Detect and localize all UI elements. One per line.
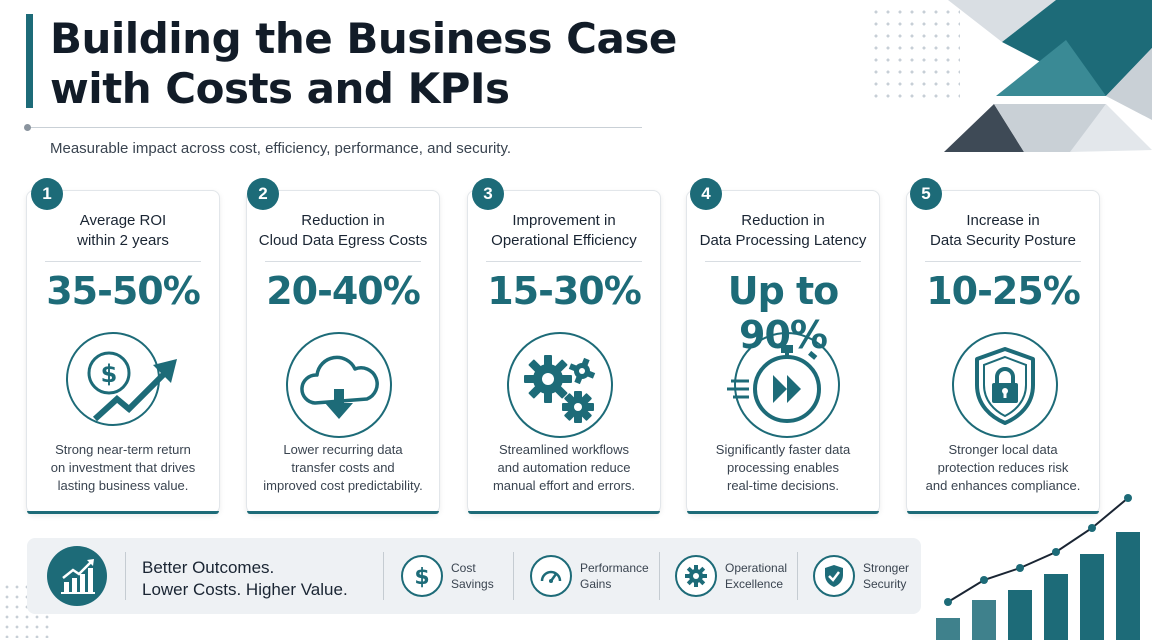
kpi-description-line: Streamlined workflows [498, 442, 630, 457]
kpi-value: 10-25% [926, 269, 1081, 313]
kpi-heading-line: Reduction in [301, 212, 385, 229]
kpi-description-line: and automation reduce [497, 460, 631, 475]
pillar-operational-excellence: Operational Excellence [675, 550, 787, 602]
kpi-divider [925, 261, 1081, 262]
kpi-description-line: Stronger local data [948, 442, 1058, 457]
kpi-description: Strong near-term return on investment th… [35, 441, 211, 495]
banner-divider [513, 552, 514, 600]
dot-pattern-decoration [870, 6, 960, 106]
kpi-description-line: Strong near-term return [55, 442, 191, 457]
kpi-description-line: processing enables [726, 460, 840, 475]
divider-dot [24, 124, 31, 131]
kpi-divider [705, 261, 861, 262]
kpi-number-badge: 5 [910, 178, 942, 210]
title-line-1: Building the Business Case [50, 14, 677, 63]
kpi-description-line: and enhances compliance. [925, 478, 1081, 493]
geometric-triangles-decoration [944, 0, 1152, 152]
kpi-heading: Reduction in Cloud Data Egress Costs [255, 211, 431, 251]
pillar-label: Operational Excellence [725, 561, 788, 591]
kpi-heading: Average ROI within 2 years [35, 211, 211, 251]
kpi-heading-line: Average ROI [79, 212, 167, 229]
kpi-heading-line: Data Processing Latency [699, 232, 867, 249]
kpi-heading-line: within 2 years [77, 232, 169, 249]
kpi-divider [265, 261, 421, 262]
gears-icon [507, 332, 613, 438]
kpi-value: 20-40% [266, 269, 421, 313]
kpi-card-latency: Reduction in Data Processing Latency Up … [686, 190, 880, 514]
kpi-heading-line: Increase in [966, 212, 1040, 229]
kpi-value: Up to 90% [727, 269, 840, 357]
stopwatch-fast-icon [727, 332, 840, 438]
kpi-description: Streamlined workflows and automation red… [476, 441, 652, 495]
shield-lock-icon [952, 332, 1058, 438]
pillar-label: Stronger Security [863, 561, 910, 591]
kpi-heading-line: Cloud Data Egress Costs [258, 232, 428, 249]
banner-divider [383, 552, 384, 600]
kpi-heading-line: Improvement in [512, 212, 616, 229]
summary-banner: Better Outcomes. Lower Costs. Higher Val… [27, 538, 921, 614]
summary-tagline-line: Better Outcomes. [142, 558, 275, 577]
page-subtitle: Measurable impact across cost, efficienc… [50, 140, 512, 157]
kpi-description-line: on investment that drives [50, 460, 196, 475]
pillar-label: Cost Savings [451, 561, 494, 591]
banner-divider [797, 552, 798, 600]
kpi-description: Lower recurring data transfer costs and … [255, 441, 431, 495]
pillar-cost-savings: $ Cost Savings [401, 550, 494, 602]
svg-text:$: $ [414, 565, 429, 588]
kpi-number-badge: 1 [31, 178, 63, 210]
kpi-description-line: lasting business value. [57, 478, 189, 493]
kpi-heading: Increase in Data Security Posture [915, 211, 1091, 251]
cloud-download-icon [286, 332, 392, 438]
kpi-description-line: improved cost predictability. [263, 478, 423, 493]
banner-divider [659, 552, 660, 600]
kpi-value: 35-50% [46, 269, 201, 313]
speedometer-icon [530, 555, 572, 597]
kpi-number-badge: 4 [690, 178, 722, 210]
dollar-growth-icon: $ [66, 332, 177, 426]
kpi-heading: Reduction in Data Processing Latency [695, 211, 871, 251]
summary-tagline-line: Lower Costs. Higher Value. [142, 580, 348, 599]
pillar-performance-gains: Performance Gains [530, 550, 649, 602]
kpi-description: Significantly faster data processing ena… [695, 441, 871, 495]
growth-chart-decoration [936, 494, 1140, 640]
kpi-description-line: real-time decisions. [727, 478, 839, 493]
kpi-card-efficiency: Improvement in Operational Efficiency 15… [467, 190, 661, 514]
kpi-card-security: Increase in Data Security Posture 10-25%… [906, 190, 1100, 514]
bar-chart-growth-icon [47, 546, 107, 606]
kpi-value: 15-30% [487, 269, 642, 313]
kpi-number-badge: 3 [472, 178, 504, 210]
banner-divider [125, 552, 126, 600]
kpi-description: Stronger local data protection reduces r… [915, 441, 1091, 495]
kpi-heading-line: Data Security Posture [930, 232, 1076, 249]
page-title: Building the Business Case with Costs an… [50, 14, 677, 114]
kpi-description-line: transfer costs and [291, 460, 395, 475]
kpi-description-line: protection reduces risk [937, 460, 1069, 475]
kpi-heading: Improvement in Operational Efficiency [476, 211, 652, 251]
title-line-2: with Costs and KPIs [50, 64, 510, 113]
summary-tagline: Better Outcomes. Lower Costs. Higher Val… [142, 557, 348, 601]
kpi-heading-line: Operational Efficiency [491, 232, 637, 249]
kpi-description-line: Significantly faster data [715, 442, 851, 457]
pillar-stronger-security: Stronger Security [813, 550, 909, 602]
kpi-description-line: manual effort and errors. [492, 478, 636, 493]
svg-text:$: $ [101, 360, 118, 388]
kpi-card-roi: Average ROI within 2 years 35-50% $ Stro… [26, 190, 220, 514]
kpi-divider [45, 261, 201, 262]
kpi-heading-line: Reduction in [741, 212, 825, 229]
gear-icon [675, 555, 717, 597]
shield-check-icon [813, 555, 855, 597]
pillar-label: Performance Gains [580, 561, 649, 591]
kpi-divider [486, 261, 642, 262]
kpi-description-line: Lower recurring data [283, 442, 403, 457]
kpi-number-badge: 2 [247, 178, 279, 210]
dollar-icon: $ [401, 555, 443, 597]
title-accent-bar [26, 14, 33, 108]
title-divider [26, 127, 642, 128]
kpi-card-egress: Reduction in Cloud Data Egress Costs 20-… [246, 190, 440, 514]
